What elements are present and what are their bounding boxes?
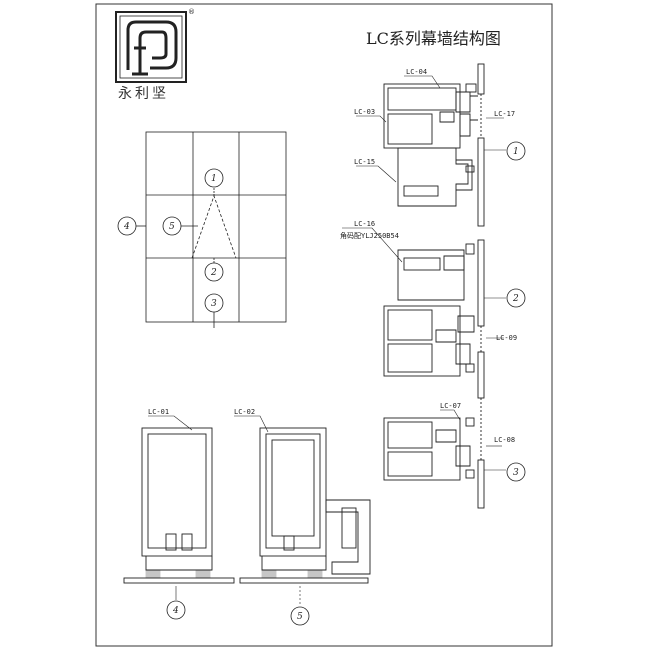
drawing-title: LC系列幕墙结构图 xyxy=(366,29,501,48)
elevation-grid xyxy=(136,131,287,328)
label-lc09: LC-09 xyxy=(496,334,517,342)
profile-lc02 xyxy=(259,427,327,557)
callout-4 xyxy=(117,216,137,236)
label-lc03: LC-03 xyxy=(354,108,375,116)
callout-2-label: 2 xyxy=(210,268,217,278)
profile-lc01 xyxy=(141,427,213,557)
label-lc04: LC-04 xyxy=(406,68,427,76)
grid-callouts xyxy=(117,168,224,313)
label-lc02: LC-02 xyxy=(234,408,255,416)
label-lc08: LC-08 xyxy=(494,436,515,444)
section-callout-3 xyxy=(506,462,526,482)
section-callout-3-label: 3 xyxy=(513,468,519,478)
section-callout-1 xyxy=(506,141,526,161)
callout-1-label: 1 xyxy=(211,174,217,184)
section-callouts xyxy=(506,141,526,482)
profile-lc09 xyxy=(383,305,461,377)
callout-3-label: 3 xyxy=(211,299,217,309)
right-leaders xyxy=(342,75,506,471)
profile-lc16 xyxy=(397,249,465,301)
section-callout-4 xyxy=(166,600,186,620)
glass-line-right xyxy=(239,577,369,584)
glass-pane-top xyxy=(477,63,485,95)
label-lc07: LC-07 xyxy=(440,402,461,410)
callout-2 xyxy=(204,262,224,282)
callout-5 xyxy=(162,216,182,236)
profile-lc03 xyxy=(383,83,461,149)
logo-box xyxy=(115,11,187,83)
label-corner-code: 角码配YLJ250B54 xyxy=(340,231,399,240)
opening-indicator xyxy=(191,194,237,259)
bottom-leaders xyxy=(148,415,301,606)
drawing-frame xyxy=(95,3,553,647)
callout-5-label: 5 xyxy=(169,222,175,232)
section-callout-2 xyxy=(506,288,526,308)
profile-lc15 xyxy=(397,147,469,207)
section-callout-1-label: 1 xyxy=(513,147,519,157)
vertical-section xyxy=(383,63,485,509)
glass-pane-middle xyxy=(477,239,485,327)
registered-mark: ® xyxy=(188,8,195,16)
callout-1 xyxy=(204,168,224,188)
glass-pane-bottom xyxy=(477,459,485,509)
callout-4-label: 4 xyxy=(123,222,130,232)
section-callout-5 xyxy=(290,606,310,626)
logo-swirl-icon xyxy=(126,20,178,70)
brand-logo: ® 永利坚 xyxy=(115,8,195,102)
label-lc01: LC-01 xyxy=(148,408,169,416)
label-lc17: LC-17 xyxy=(494,110,515,118)
section-callout-5-label: 5 xyxy=(297,612,303,622)
section-callout-2-label: 2 xyxy=(512,294,519,304)
callout-3 xyxy=(204,293,224,313)
brand-name: 永利坚 xyxy=(118,86,169,102)
label-lc15: LC-15 xyxy=(354,158,375,166)
section-callout-4-label: 4 xyxy=(172,606,179,616)
horizontal-sections xyxy=(123,427,371,584)
side-bracket xyxy=(325,499,371,575)
glass-pane-upper xyxy=(477,137,485,227)
label-lc16: LC-16 xyxy=(354,220,375,228)
bottom-callouts xyxy=(166,600,310,626)
glass-pane-lower xyxy=(477,351,485,399)
profile-lc07 xyxy=(383,417,461,481)
glass-line-left xyxy=(123,577,235,584)
